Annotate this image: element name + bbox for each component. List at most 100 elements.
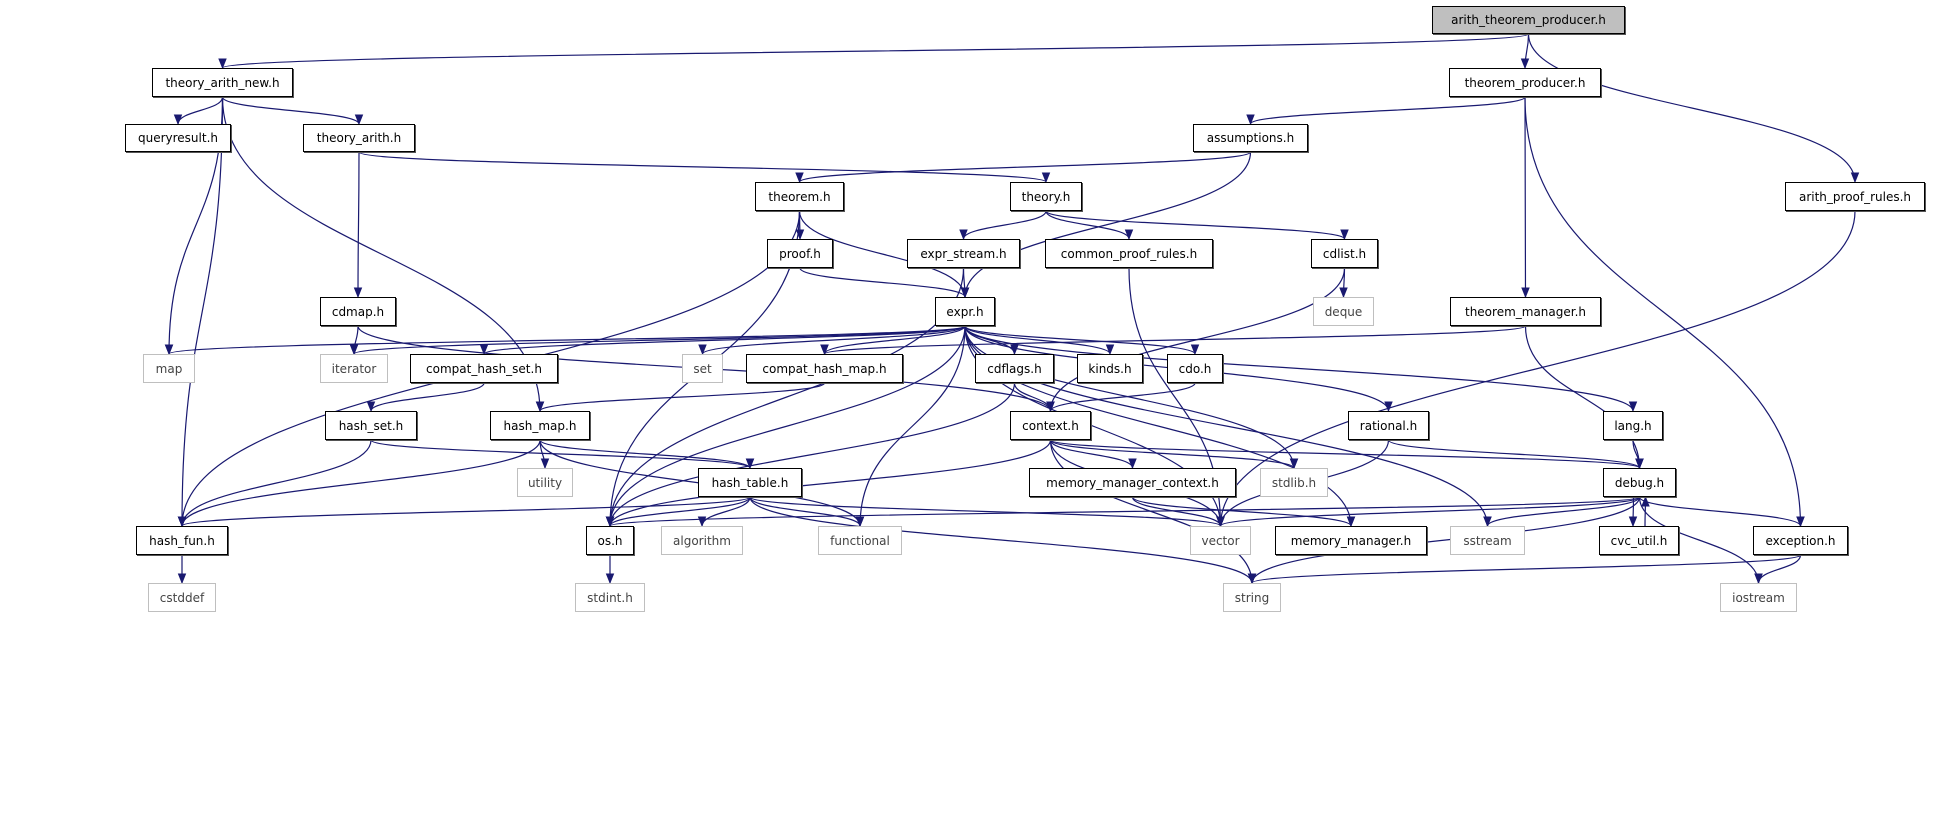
edge-dbg-vec <box>1216 496 1641 528</box>
edge-ht-str <box>749 496 1257 585</box>
edge-ctx-dbg <box>1049 439 1644 470</box>
node-iterator: iterator <box>320 354 388 383</box>
node-theorem-producer-h[interactable]: theorem_producer.h <box>1449 68 1601 97</box>
node-iostream: iostream <box>1720 583 1797 612</box>
edge-cf-os <box>605 382 1016 528</box>
node-set: set <box>682 354 723 383</box>
node-context-h[interactable]: context.h <box>1010 411 1091 440</box>
edge-dbg-os <box>606 496 1641 528</box>
node-hash-fun-h[interactable]: hash_fun.h <box>136 526 228 555</box>
node-theorem-manager-h[interactable]: theorem_manager.h <box>1450 297 1601 326</box>
edge-dbg-ss <box>1483 496 1641 528</box>
edge-exc-str <box>1248 554 1802 585</box>
edge-hs-hf <box>177 439 372 528</box>
node-assumptions-h[interactable]: assumptions.h <box>1193 124 1308 152</box>
node-cdflags-h[interactable]: cdflags.h <box>975 354 1054 383</box>
node-hash-set-h[interactable]: hash_set.h <box>325 411 417 440</box>
edge-tan-qr <box>173 96 224 126</box>
node-exception-h[interactable]: exception.h <box>1753 526 1848 555</box>
edge-tan-hm <box>221 96 545 413</box>
edge-ctx-os <box>605 439 1052 528</box>
node-arith-proof-rules-h[interactable]: arith_proof_rules.h <box>1785 182 1925 211</box>
edge-ex-chm <box>820 325 966 356</box>
edge-rat-dbg <box>1387 439 1644 470</box>
edge-ctx-sl <box>1049 439 1299 470</box>
edge-ex-kd <box>964 325 1115 356</box>
edge-as-th <box>795 151 1252 184</box>
edge-ctx-mmc <box>1049 439 1137 470</box>
edge-ex-cdo <box>964 325 1200 356</box>
node-theory-arith-new-h[interactable]: theory_arith_new.h <box>152 68 293 97</box>
edge-cdo-ctx <box>1046 382 1196 413</box>
edge-dbg-cu <box>1628 496 1638 528</box>
node-compat-hash-map-h[interactable]: compat_hash_map.h <box>746 354 903 383</box>
node-os-h[interactable]: os.h <box>586 526 634 555</box>
edge-as-ex <box>960 151 1252 299</box>
node-rational-h[interactable]: rational.h <box>1348 411 1429 440</box>
node-cdmap-h[interactable]: cdmap.h <box>320 297 396 326</box>
edge-lang-dbg <box>1632 439 1644 470</box>
node-theorem-h[interactable]: theorem.h <box>755 182 844 211</box>
node-cdlist-h[interactable]: cdlist.h <box>1311 239 1378 268</box>
edge-ht-vec <box>749 496 1225 528</box>
edge-tm-chm <box>820 325 1527 356</box>
edge-hs-ht <box>370 439 755 470</box>
edge-tp-exc <box>1524 96 1805 528</box>
edge-tp-as <box>1246 96 1526 126</box>
edge-mmc-mm <box>1131 496 1356 528</box>
edge-ty-cpr <box>1045 210 1134 241</box>
node-hash-table-h[interactable]: hash_table.h <box>698 468 802 497</box>
edge-ht-hf <box>178 496 751 528</box>
node-hash-map-h[interactable]: hash_map.h <box>490 411 590 440</box>
edge-chm-hm <box>535 382 826 413</box>
node-queryresult-h[interactable]: queryresult.h <box>125 124 231 152</box>
node-theory-arith-h[interactable]: theory_arith.h <box>303 124 415 152</box>
node-proof-h[interactable]: proof.h <box>767 239 833 268</box>
node-lang-h[interactable]: lang.h <box>1603 411 1663 440</box>
edge-tan-ta <box>221 96 364 126</box>
edge-exc-ios <box>1754 554 1802 585</box>
node-deque: deque <box>1313 297 1374 326</box>
edge-hm-ht <box>539 439 755 470</box>
node-vector: vector <box>1190 526 1251 555</box>
edge-dbg-exc <box>1638 496 1805 528</box>
edge-cdm-it <box>349 325 359 356</box>
edge-ty-cdl <box>1045 210 1349 241</box>
edge-ex-set <box>698 325 966 356</box>
edge-ht-fn <box>749 496 865 528</box>
node-arith-theorem-producer-h[interactable]: arith_theorem_producer.h <box>1432 6 1625 34</box>
node-compat-hash-set-h[interactable]: compat_hash_set.h <box>410 354 558 383</box>
node-debug-h[interactable]: debug.h <box>1603 468 1676 497</box>
edge-ht-os <box>605 496 751 528</box>
edge-chs-hs <box>366 382 485 413</box>
node-memory-manager-h[interactable]: memory_manager.h <box>1275 526 1427 555</box>
node-memory-manager-context-h[interactable]: memory_manager_context.h <box>1029 468 1236 497</box>
edge-ex-sl <box>964 325 1299 470</box>
node-theory-h[interactable]: theory.h <box>1010 182 1082 211</box>
node-expr-h[interactable]: expr.h <box>935 297 995 326</box>
node-algorithm: algorithm <box>661 526 743 555</box>
node-map: map <box>143 354 195 383</box>
node-stdlib-h: stdlib.h <box>1260 468 1328 497</box>
edge-atp-tp <box>1520 33 1530 70</box>
node-cvc-util-h[interactable]: cvc_util.h <box>1599 526 1679 555</box>
node-sstream: sstream <box>1450 526 1525 555</box>
node-stdint-h: stdint.h <box>575 583 645 612</box>
edge-hm-hf <box>177 439 541 528</box>
node-expr-stream-h[interactable]: expr_stream.h <box>907 239 1020 268</box>
edge-tp-tm <box>1521 96 1530 299</box>
edge-ex-os <box>605 325 966 528</box>
edge-dbg-ios <box>1638 496 1763 585</box>
node-cstddef: cstddef <box>148 583 216 612</box>
node-kinds-h[interactable]: kinds.h <box>1077 354 1143 383</box>
node-cdo-h[interactable]: cdo.h <box>1167 354 1223 383</box>
edge-ex-fn <box>855 325 966 528</box>
edge-ta-cdm <box>353 151 363 299</box>
edge-ht-alg <box>697 496 751 528</box>
edge-tm-dbg <box>1524 325 1644 470</box>
edge-ex-map <box>165 325 966 356</box>
edge-tan-hf <box>177 96 224 528</box>
edge-th-ex <box>798 210 970 299</box>
node-common-proof-rules-h[interactable]: common_proof_rules.h <box>1045 239 1213 268</box>
